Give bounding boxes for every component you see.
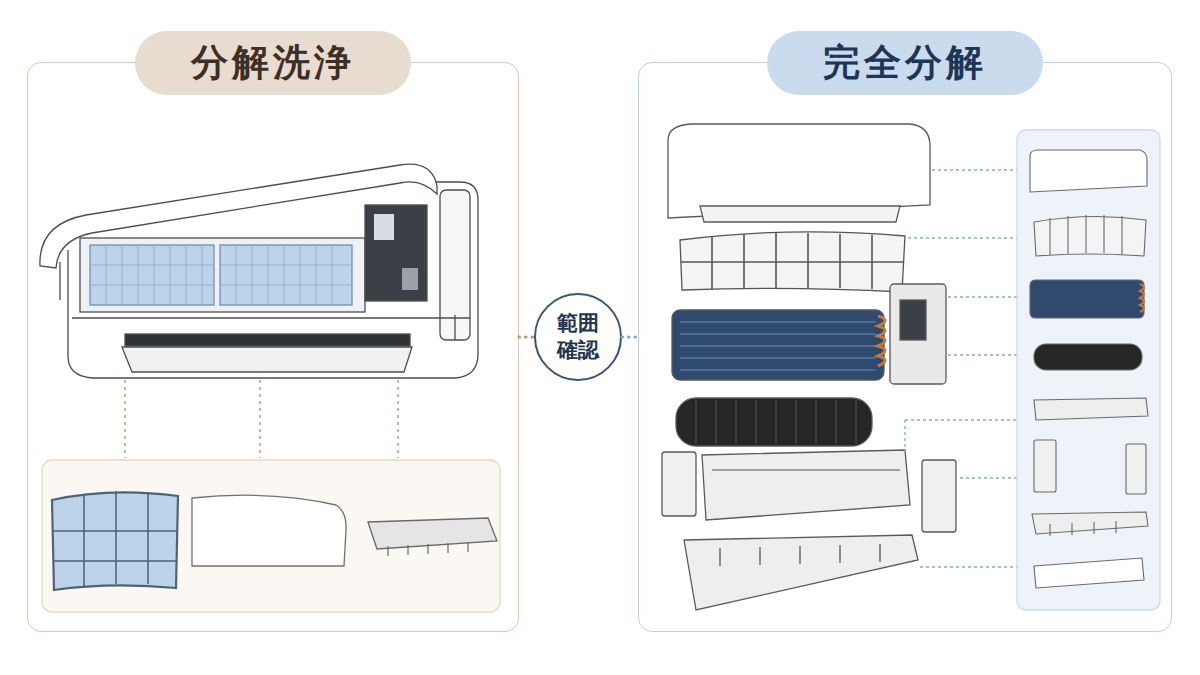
- exploded-parts: [700, 206, 900, 222]
- section-heading: 分解洗浄: [135, 31, 411, 95]
- leader-line: [905, 170, 1017, 567]
- scope-label: 範囲 確認: [554, 310, 602, 365]
- parts-column: [1030, 280, 1144, 318]
- parts-tray: [42, 460, 500, 612]
- parts-column: [1017, 130, 1160, 610]
- parts-column: [1034, 558, 1144, 588]
- parts-column: [1140, 284, 1144, 312]
- exploded-parts: [676, 398, 872, 446]
- parts-tray: [53, 491, 177, 586]
- leader-line: [125, 380, 398, 458]
- aircon-unit: [80, 238, 365, 312]
- aircon-unit: [60, 262, 455, 340]
- parts-column: [1050, 215, 1122, 255]
- leader-line: [905, 170, 1017, 567]
- aircon-unit: [90, 245, 214, 305]
- parts-column: [1126, 444, 1146, 494]
- aircon-unit: [365, 205, 427, 301]
- parts-tray: [368, 518, 497, 549]
- aircon-unit: [125, 334, 410, 346]
- parts-column: [1034, 216, 1146, 256]
- parts-column: [1034, 344, 1142, 370]
- exploded-parts: [662, 452, 696, 516]
- aircon-unit: [40, 164, 478, 378]
- dotted-connector: [519, 336, 534, 339]
- section-heading: 完全分解: [767, 31, 1043, 95]
- exploded-parts: [672, 310, 884, 380]
- scope-circle: 範囲 確認: [534, 293, 622, 381]
- parts-tray: [52, 492, 178, 590]
- parts-column: [1050, 521, 1116, 536]
- exploded-parts: [680, 322, 876, 370]
- aircon-unit: [122, 347, 412, 372]
- aircon-unit: [374, 214, 394, 240]
- parts-column: [1032, 512, 1148, 534]
- exploded-parts: [878, 316, 885, 366]
- aircon-unit: [40, 164, 437, 268]
- exploded-parts: [702, 450, 910, 520]
- exploded-parts: [900, 300, 926, 340]
- leader-line: [125, 380, 398, 458]
- exploded-parts: [668, 124, 930, 218]
- section-panel: 分解洗浄: [27, 62, 519, 632]
- exploded-parts: [712, 469, 900, 470]
- parts-tray: [42, 460, 500, 612]
- parts-tray: [192, 495, 346, 566]
- aircon-unit: [72, 317, 470, 318]
- parts-tray: [388, 542, 468, 556]
- aircon-unit: [402, 268, 418, 290]
- exploded-parts: [696, 400, 856, 444]
- exploded-parts: [662, 124, 956, 610]
- parts-column: [1017, 130, 1160, 610]
- parts-column: [1034, 398, 1148, 420]
- section-panel: 完全分解: [638, 62, 1172, 632]
- dotted-connector: [622, 336, 638, 339]
- exploded-parts: [922, 460, 956, 532]
- aircon-unit: [90, 245, 352, 305]
- exploded-parts: [720, 544, 880, 566]
- exploded-parts: [890, 284, 946, 384]
- parts-column: [1034, 440, 1056, 492]
- parts-column: [1030, 150, 1147, 192]
- exploded-parts: [684, 535, 918, 610]
- exploded-parts: [680, 232, 905, 292]
- exploded-parts: [681, 233, 904, 290]
